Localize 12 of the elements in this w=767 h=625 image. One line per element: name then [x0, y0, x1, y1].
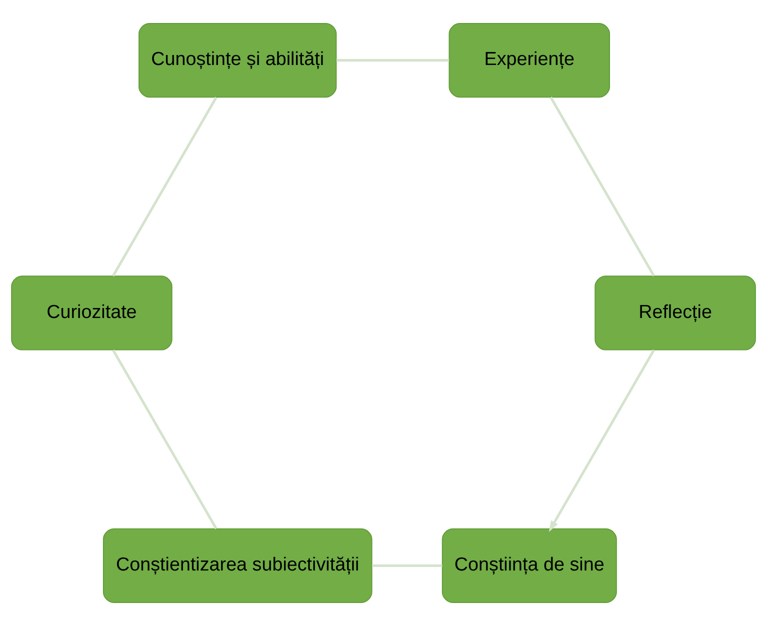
connector: [112, 96, 218, 276]
node-box: Conștiința de sine: [442, 528, 617, 602]
connector: [336, 58, 450, 62]
node-box: Curiozitate: [11, 275, 172, 350]
node-box: Reflecție: [594, 275, 756, 350]
node-box: Experiențe: [448, 22, 610, 98]
node-box: Conștientizarea subiectivității: [102, 528, 372, 602]
connector: [112, 348, 218, 529]
connector: [550, 96, 655, 276]
node-box: Cunoștințe și abilități: [138, 22, 337, 98]
arrow: [548, 348, 656, 532]
connector: [372, 564, 442, 566]
